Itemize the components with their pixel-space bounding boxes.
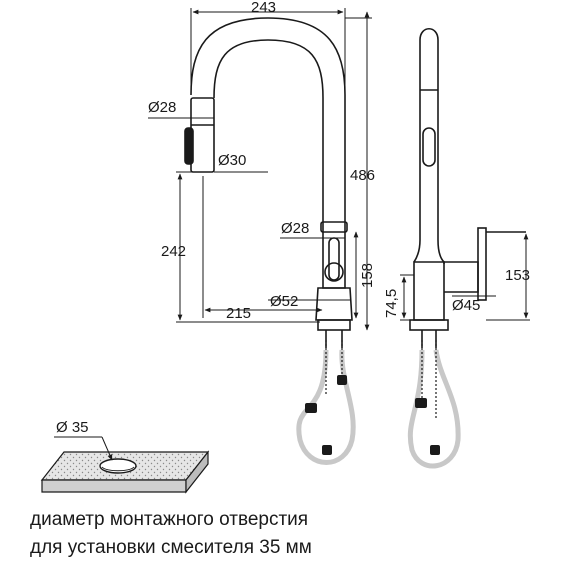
dim-base-reach: 215 [226, 305, 251, 322]
dim-head-diameter-top: Ø28 [148, 99, 176, 116]
dim-spray-height: 242 [161, 243, 186, 260]
handle-cap [324, 262, 344, 282]
spray-button [184, 127, 194, 165]
caption: диаметр монтажного отверстия для установ… [30, 506, 550, 562]
side-neck [419, 27, 445, 264]
side-spray-button [422, 127, 436, 167]
front-dimension-labels: 243 Ø28 Ø30 486 Ø28 242 158 215 Ø52 [148, 0, 376, 322]
hose-loop [296, 349, 356, 465]
front-view [184, 17, 353, 348]
spray-head [190, 97, 215, 173]
dim-handle-height: 158 [359, 263, 376, 288]
spout-outline [190, 17, 346, 232]
faucet-base [315, 287, 353, 321]
caption-line-2: для установки смесителя 35 мм [30, 537, 312, 558]
dim-handle-diameter: Ø45 [452, 297, 480, 314]
front-dimensions [148, 8, 372, 331]
dim-body-diameter: Ø28 [281, 220, 309, 237]
side-handle [444, 261, 479, 293]
dim-hole-diameter: Ø 35 [56, 419, 89, 436]
handle-lever [328, 237, 340, 281]
spout-inner [213, 39, 324, 232]
plate-front [41, 479, 187, 493]
side-body [413, 261, 445, 321]
dim-base-diameter: Ø52 [270, 293, 298, 310]
front-hoses [296, 340, 356, 465]
mounting-plate: Ø 35 [40, 419, 210, 494]
side-hoses [407, 340, 461, 469]
caption-line-1: диаметр монтажного отверстия [30, 509, 309, 530]
side-dimension-labels: 74,5 153 Ø45 [383, 267, 530, 318]
dim-side-base-height: 74,5 [383, 289, 400, 318]
dim-side-width: 153 [505, 267, 530, 284]
dim-head-diameter: Ø30 [218, 152, 246, 169]
side-view [409, 27, 526, 348]
side-dimensions [400, 233, 530, 321]
mounting-hole [99, 458, 137, 474]
dim-spout-reach: 243 [251, 0, 276, 16]
dim-total-height: 486 [350, 167, 375, 184]
plate-side [185, 450, 209, 494]
